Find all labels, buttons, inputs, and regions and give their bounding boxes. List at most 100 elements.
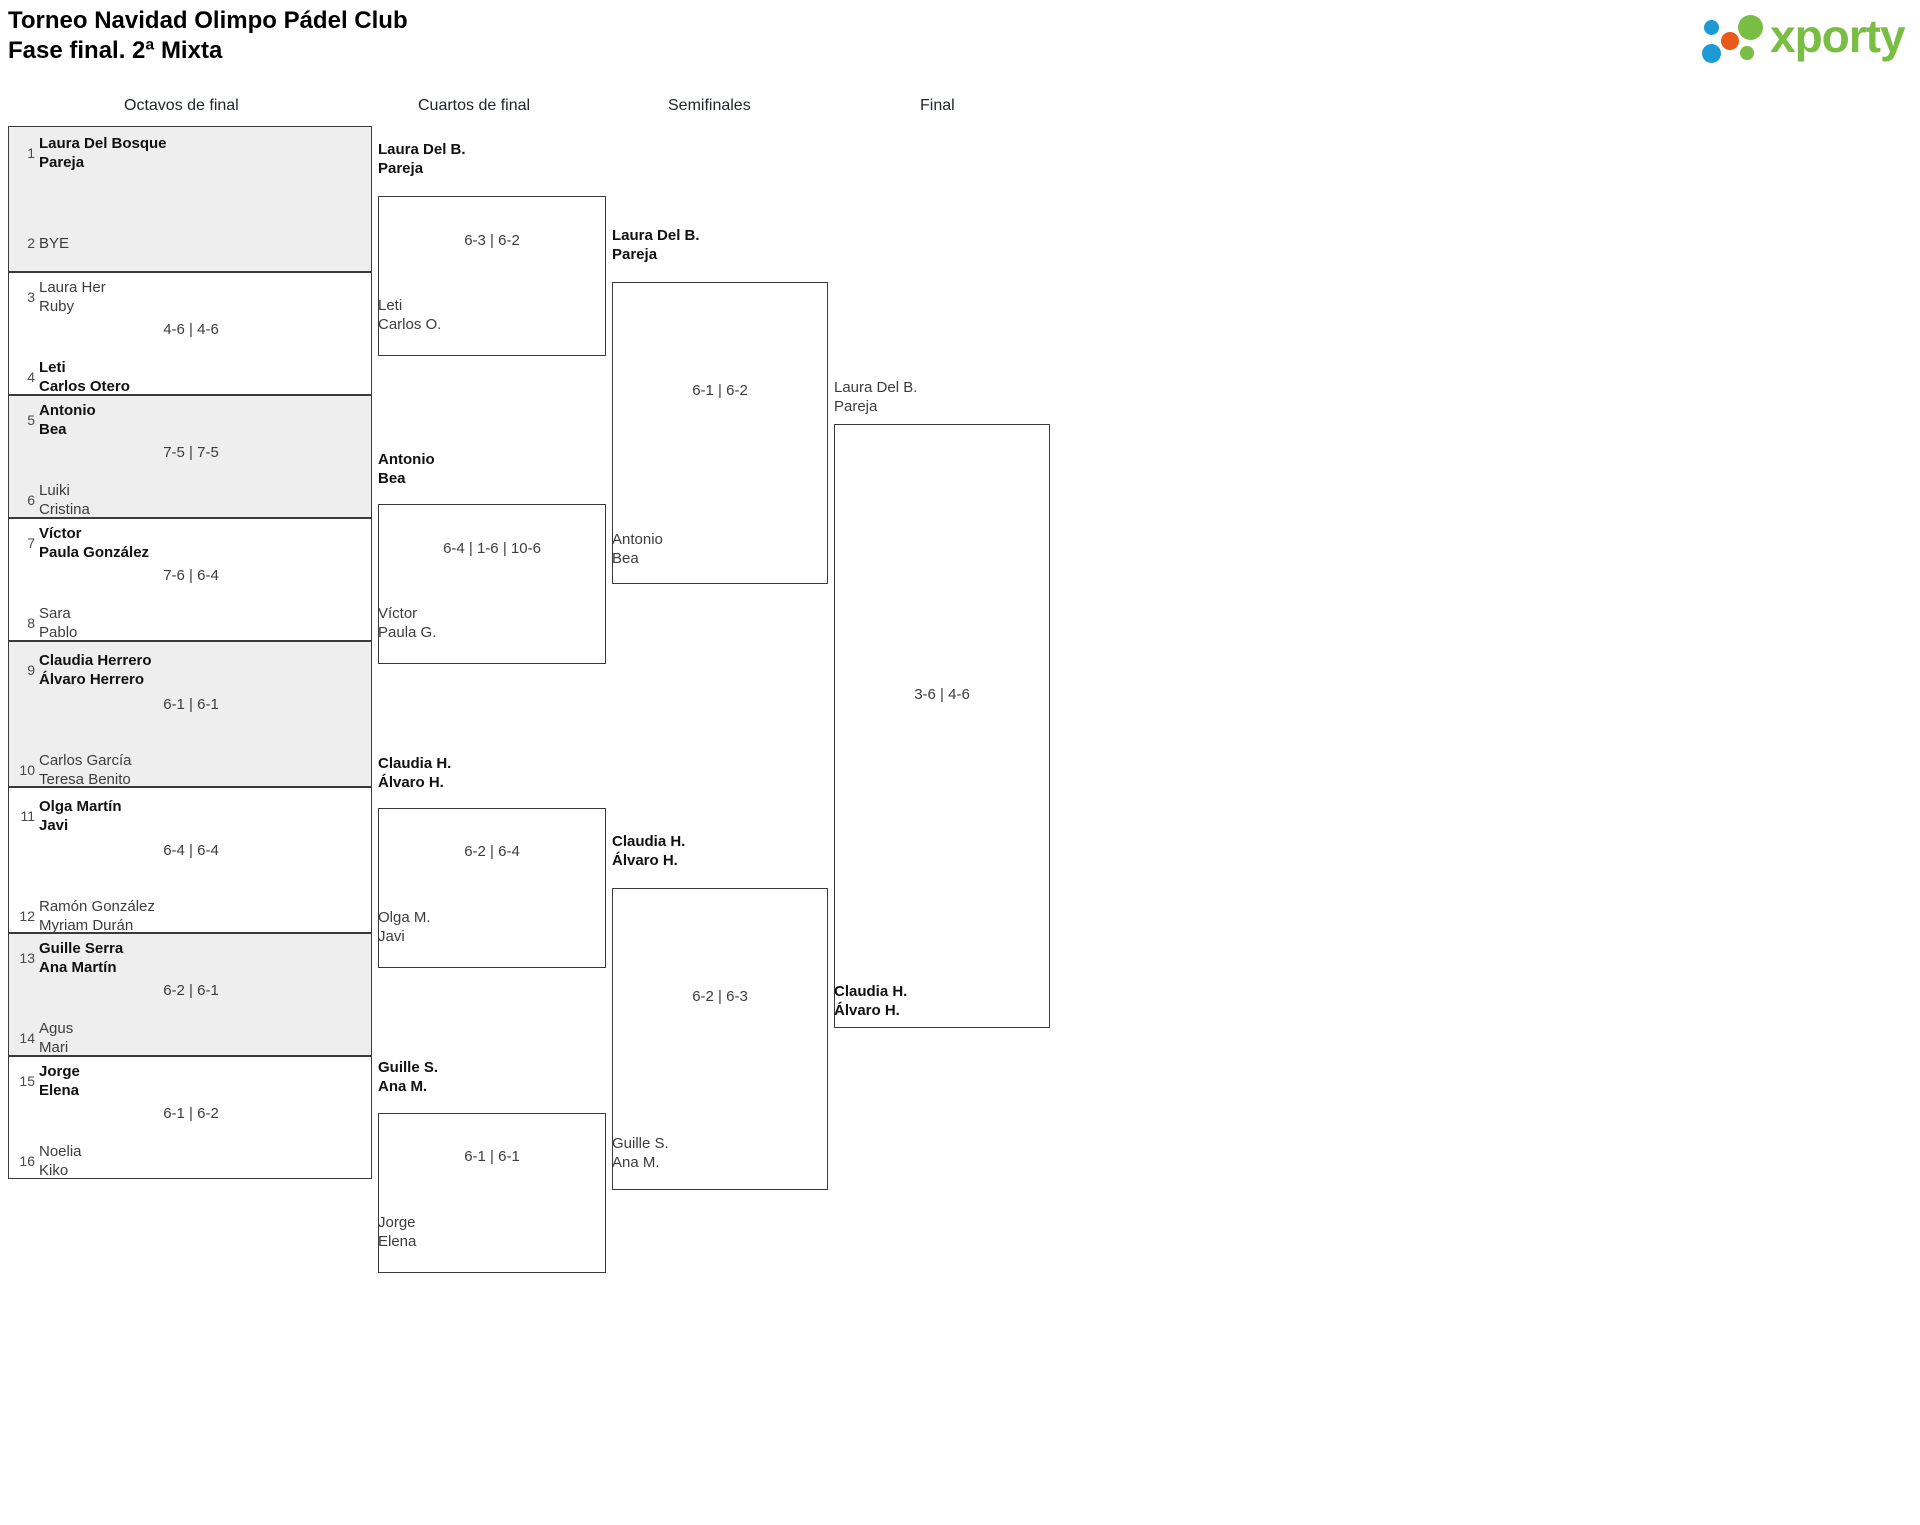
r3-match-2-box[interactable]	[612, 888, 828, 1190]
r4-team-b[interactable]: Claudia H.Álvaro H.	[834, 983, 908, 1019]
r2-team-4a[interactable]: Guille S.Ana M.	[378, 1059, 439, 1095]
seed-number: 12	[19, 908, 35, 924]
r2-match-4-box[interactable]	[378, 1113, 606, 1273]
r2-team-3a[interactable]: Claudia H.Álvaro H.	[378, 755, 452, 791]
seed-number: 3	[27, 289, 35, 305]
team-name: BYE	[39, 235, 70, 252]
r2-team-1a[interactable]: Laura Del B.Pareja	[378, 141, 466, 177]
xporty-logo[interactable]: xporty	[1702, 8, 1912, 64]
r2-team-3b[interactable]: Olga M.Javi	[378, 909, 431, 945]
seed-number: 11	[20, 808, 35, 824]
seed-number: 5	[27, 412, 35, 428]
round-header-final: Final	[920, 97, 955, 114]
r2-match-3-box[interactable]	[378, 808, 606, 968]
page-title: Torneo Navidad Olimpo Pádel Club Fase fi…	[8, 6, 408, 66]
r4-score: 3-6 | 4-6	[914, 686, 970, 703]
r3-score-1: 6-1 | 6-2	[692, 382, 748, 399]
logo-wordmark: xporty	[1770, 10, 1906, 62]
r1-score-7: 6-2 | 6-1	[163, 982, 219, 999]
r3-team-2b[interactable]: Guille S.Ana M.	[612, 1135, 669, 1171]
r1-score-6: 6-4 | 6-4	[163, 842, 219, 859]
seed-number: 14	[19, 1030, 35, 1046]
r4-team-a[interactable]: Laura Del B.Pareja	[834, 379, 918, 415]
r2-score-1: 6-3 | 6-2	[464, 232, 520, 249]
r2-match-1-box[interactable]	[378, 196, 606, 356]
r1-score-2: 4-6 | 4-6	[163, 321, 219, 338]
r3-team-2a[interactable]: Claudia H.Álvaro H.	[612, 833, 686, 869]
r1-score-3: 7-5 | 7-5	[163, 444, 219, 461]
seed-number: 15	[19, 1073, 35, 1089]
seed-number: 16	[19, 1153, 35, 1169]
r1-score-5: 6-1 | 6-1	[163, 696, 219, 713]
r2-score-4: 6-1 | 6-1	[464, 1148, 520, 1165]
r4-match-box[interactable]	[834, 424, 1050, 1028]
round-header-semifinales: Semifinales	[668, 97, 751, 114]
r2-score-2: 6-4 | 1-6 | 10-6	[443, 540, 541, 557]
seed-number: 2	[27, 235, 35, 251]
round-header-cuartos: Cuartos de final	[418, 97, 531, 114]
seed-number: 8	[27, 615, 35, 631]
seed-number: 9	[27, 662, 35, 678]
r3-match-1-box[interactable]	[612, 282, 828, 584]
r1-score-8: 6-1 | 6-2	[163, 1105, 219, 1122]
logo-dots-icon	[1702, 14, 1770, 63]
seed-number: 10	[19, 762, 35, 778]
seed-number: 1	[27, 145, 35, 161]
tournament-name: Torneo Navidad Olimpo Pádel Club	[8, 7, 408, 34]
r1-score-4: 7-6 | 6-4	[163, 567, 219, 584]
r1-slot-2[interactable]: 2 BYE	[9, 223, 373, 263]
tournament-phase: Fase final. 2ª Mixta	[8, 37, 223, 64]
round-header-octavos: Octavos de final	[124, 97, 239, 114]
seed-number: 6	[27, 492, 35, 508]
r3-team-1a[interactable]: Laura Del B.Pareja	[612, 227, 700, 263]
r2-match-2-box[interactable]	[378, 504, 606, 664]
r3-score-2: 6-2 | 6-3	[692, 988, 748, 1005]
seed-number: 13	[19, 950, 35, 966]
r2-score-3: 6-2 | 6-4	[464, 843, 520, 860]
seed-number: 4	[27, 369, 35, 385]
